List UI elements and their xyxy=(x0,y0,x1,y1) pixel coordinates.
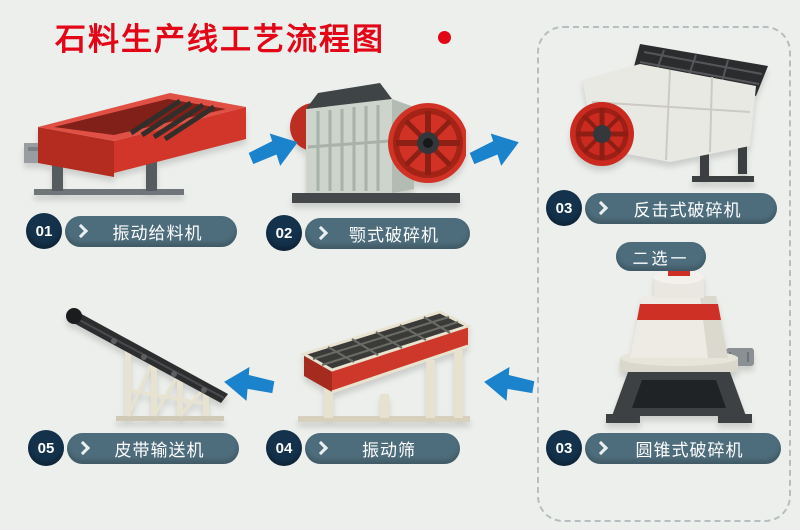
chevron-icon xyxy=(593,440,609,456)
step-04-vibrating-screen: 04 振动筛 xyxy=(266,430,460,466)
step-number-badge: 01 xyxy=(26,213,62,249)
choice-one-of-two-badge: 二选一 xyxy=(616,242,706,271)
chevron-icon xyxy=(313,225,329,241)
chevron-icon xyxy=(75,440,91,456)
step-label-text: 皮带输送机 xyxy=(114,440,205,460)
belt-conveyor-illustration xyxy=(66,308,228,421)
page-title: 石料生产线工艺流程图 xyxy=(55,22,385,57)
step-number-badge: 03 xyxy=(546,430,582,466)
step-number-badge: 05 xyxy=(28,430,64,466)
step-02-jaw-crusher: 02 颚式破碎机 xyxy=(266,215,470,251)
jaw-crusher-illustration xyxy=(290,83,466,203)
step-label-banner: 皮带输送机 xyxy=(67,432,239,464)
step-label-text: 圆锥式破碎机 xyxy=(635,440,744,460)
step-label-banner: 圆锥式破碎机 xyxy=(585,432,781,464)
step-label-text: 颚式破碎机 xyxy=(349,225,439,245)
step-label-banner: 振动筛 xyxy=(305,432,460,464)
step-05-belt-conveyor: 05 皮带输送机 xyxy=(28,430,239,466)
choice-group-box xyxy=(537,26,791,522)
cone-crusher-illustration xyxy=(606,264,754,423)
flow-arrow-left-icon xyxy=(224,366,275,401)
step-label-text: 振动给料机 xyxy=(112,223,203,243)
step-number-badge: 04 xyxy=(266,430,302,466)
step-label-banner: 颚式破碎机 xyxy=(305,217,470,249)
flow-arrow-left-icon xyxy=(484,366,535,401)
step-label-text: 反击式破碎机 xyxy=(633,200,742,220)
chevron-icon xyxy=(313,440,329,456)
step-number-badge: 03 xyxy=(546,190,582,226)
step-03-impact-crusher: 03 反击式破碎机 xyxy=(546,190,777,226)
title-dot-icon xyxy=(438,31,451,44)
flow-arrow-right-icon xyxy=(469,133,519,166)
impact-crusher-illustration xyxy=(570,44,768,182)
step-03-cone-crusher: 03 圆锥式破碎机 xyxy=(546,430,781,466)
step-label-banner: 反击式破碎机 xyxy=(585,192,777,224)
step-label-text: 振动筛 xyxy=(362,440,416,460)
vibrating-feeder-illustration xyxy=(24,93,246,195)
vibrating-screen-illustration xyxy=(298,310,472,422)
flow-arrow-right-icon xyxy=(248,133,298,166)
chevron-icon xyxy=(73,223,89,239)
step-number-badge: 02 xyxy=(266,215,302,251)
step-01-vibrating-feeder: 01 振动给料机 xyxy=(26,213,237,249)
step-label-banner: 振动给料机 xyxy=(65,215,237,247)
chevron-icon xyxy=(593,200,609,216)
